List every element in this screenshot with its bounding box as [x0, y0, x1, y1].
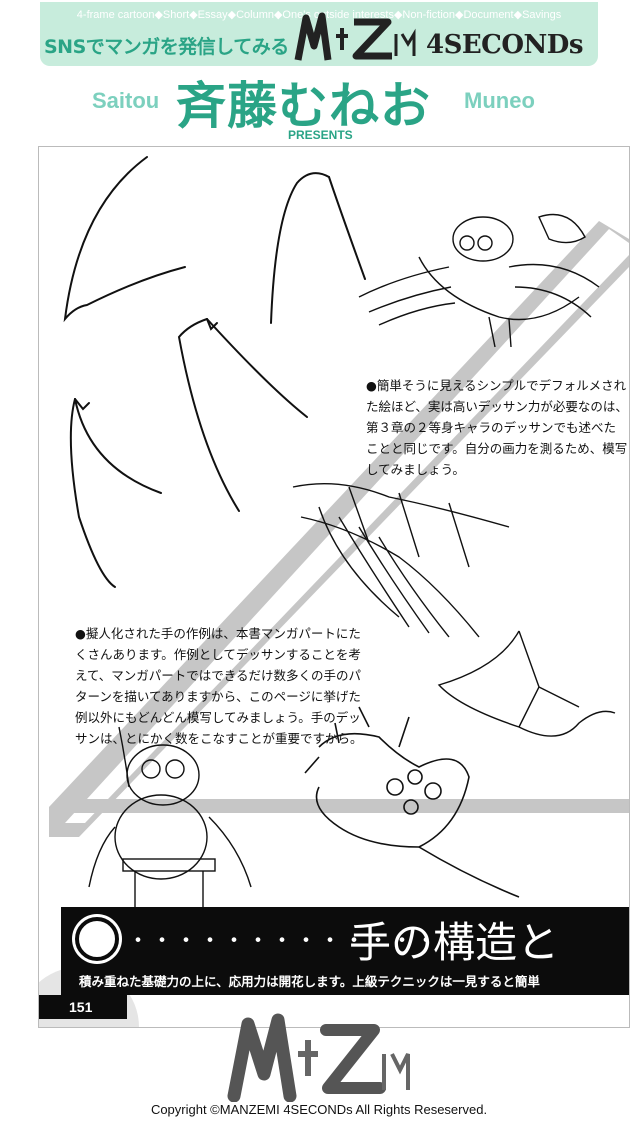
banner-subtitle: 積み重ねた基礎力の上に、応用力は開花します。上級テクニックは一見すると簡単 [79, 974, 540, 989]
series-label: SNSでマンガを発信してみる [44, 36, 289, 58]
presents-label: PRESENTS [288, 128, 353, 142]
manga-page: ●簡単そうに見えるシンプルでデフォルメされた絵ほど、実は高いデッサン力が必要なの… [38, 146, 630, 1028]
chapter-banner: ・・・・・・・・・・・・・ 手の構造と 積み重ねた基礎力の上に、応用力は開花しま… [61, 907, 629, 995]
banner-dots: ・・・・・・・・・・・・・ [127, 929, 440, 954]
wing-drawing [292, 483, 510, 638]
author-last-name: Muneo [464, 88, 535, 113]
text-block-1: ●簡単そうに見えるシンプルでデフォルメされた絵ほど、実は高いデッサン力が必要なの… [366, 378, 628, 477]
manzemi-footer-logo [227, 1013, 410, 1102]
author-name-jp: 斉藤むねお [176, 77, 431, 135]
claw-drawing [304, 706, 520, 898]
owl-standing-drawing [88, 726, 252, 907]
text-block-2: ●擬人化された手の作例は、本書マンガパートにたくさんあります。作例としてデッサン… [75, 626, 363, 746]
page-number: 151 [39, 995, 127, 1019]
copyright-text: Copyright ©MANZEMI 4SECONDs All Rights R… [150, 1102, 488, 1117]
bat-wing-drawing [437, 630, 616, 737]
owl-flying-drawing [358, 213, 600, 348]
page-illustration [39, 156, 629, 1027]
header-bar: 4-frame cartoon◆Short◆Essay◆Column◆One's… [40, 2, 598, 66]
brand-name: 4SECONDs [426, 30, 583, 60]
manzemi-logo [294, 12, 416, 61]
wing-sketches [63, 156, 366, 588]
circle-icon [75, 917, 119, 961]
banner-title: 手の構造と [349, 918, 560, 967]
author-first-name: Saitou [92, 88, 160, 113]
